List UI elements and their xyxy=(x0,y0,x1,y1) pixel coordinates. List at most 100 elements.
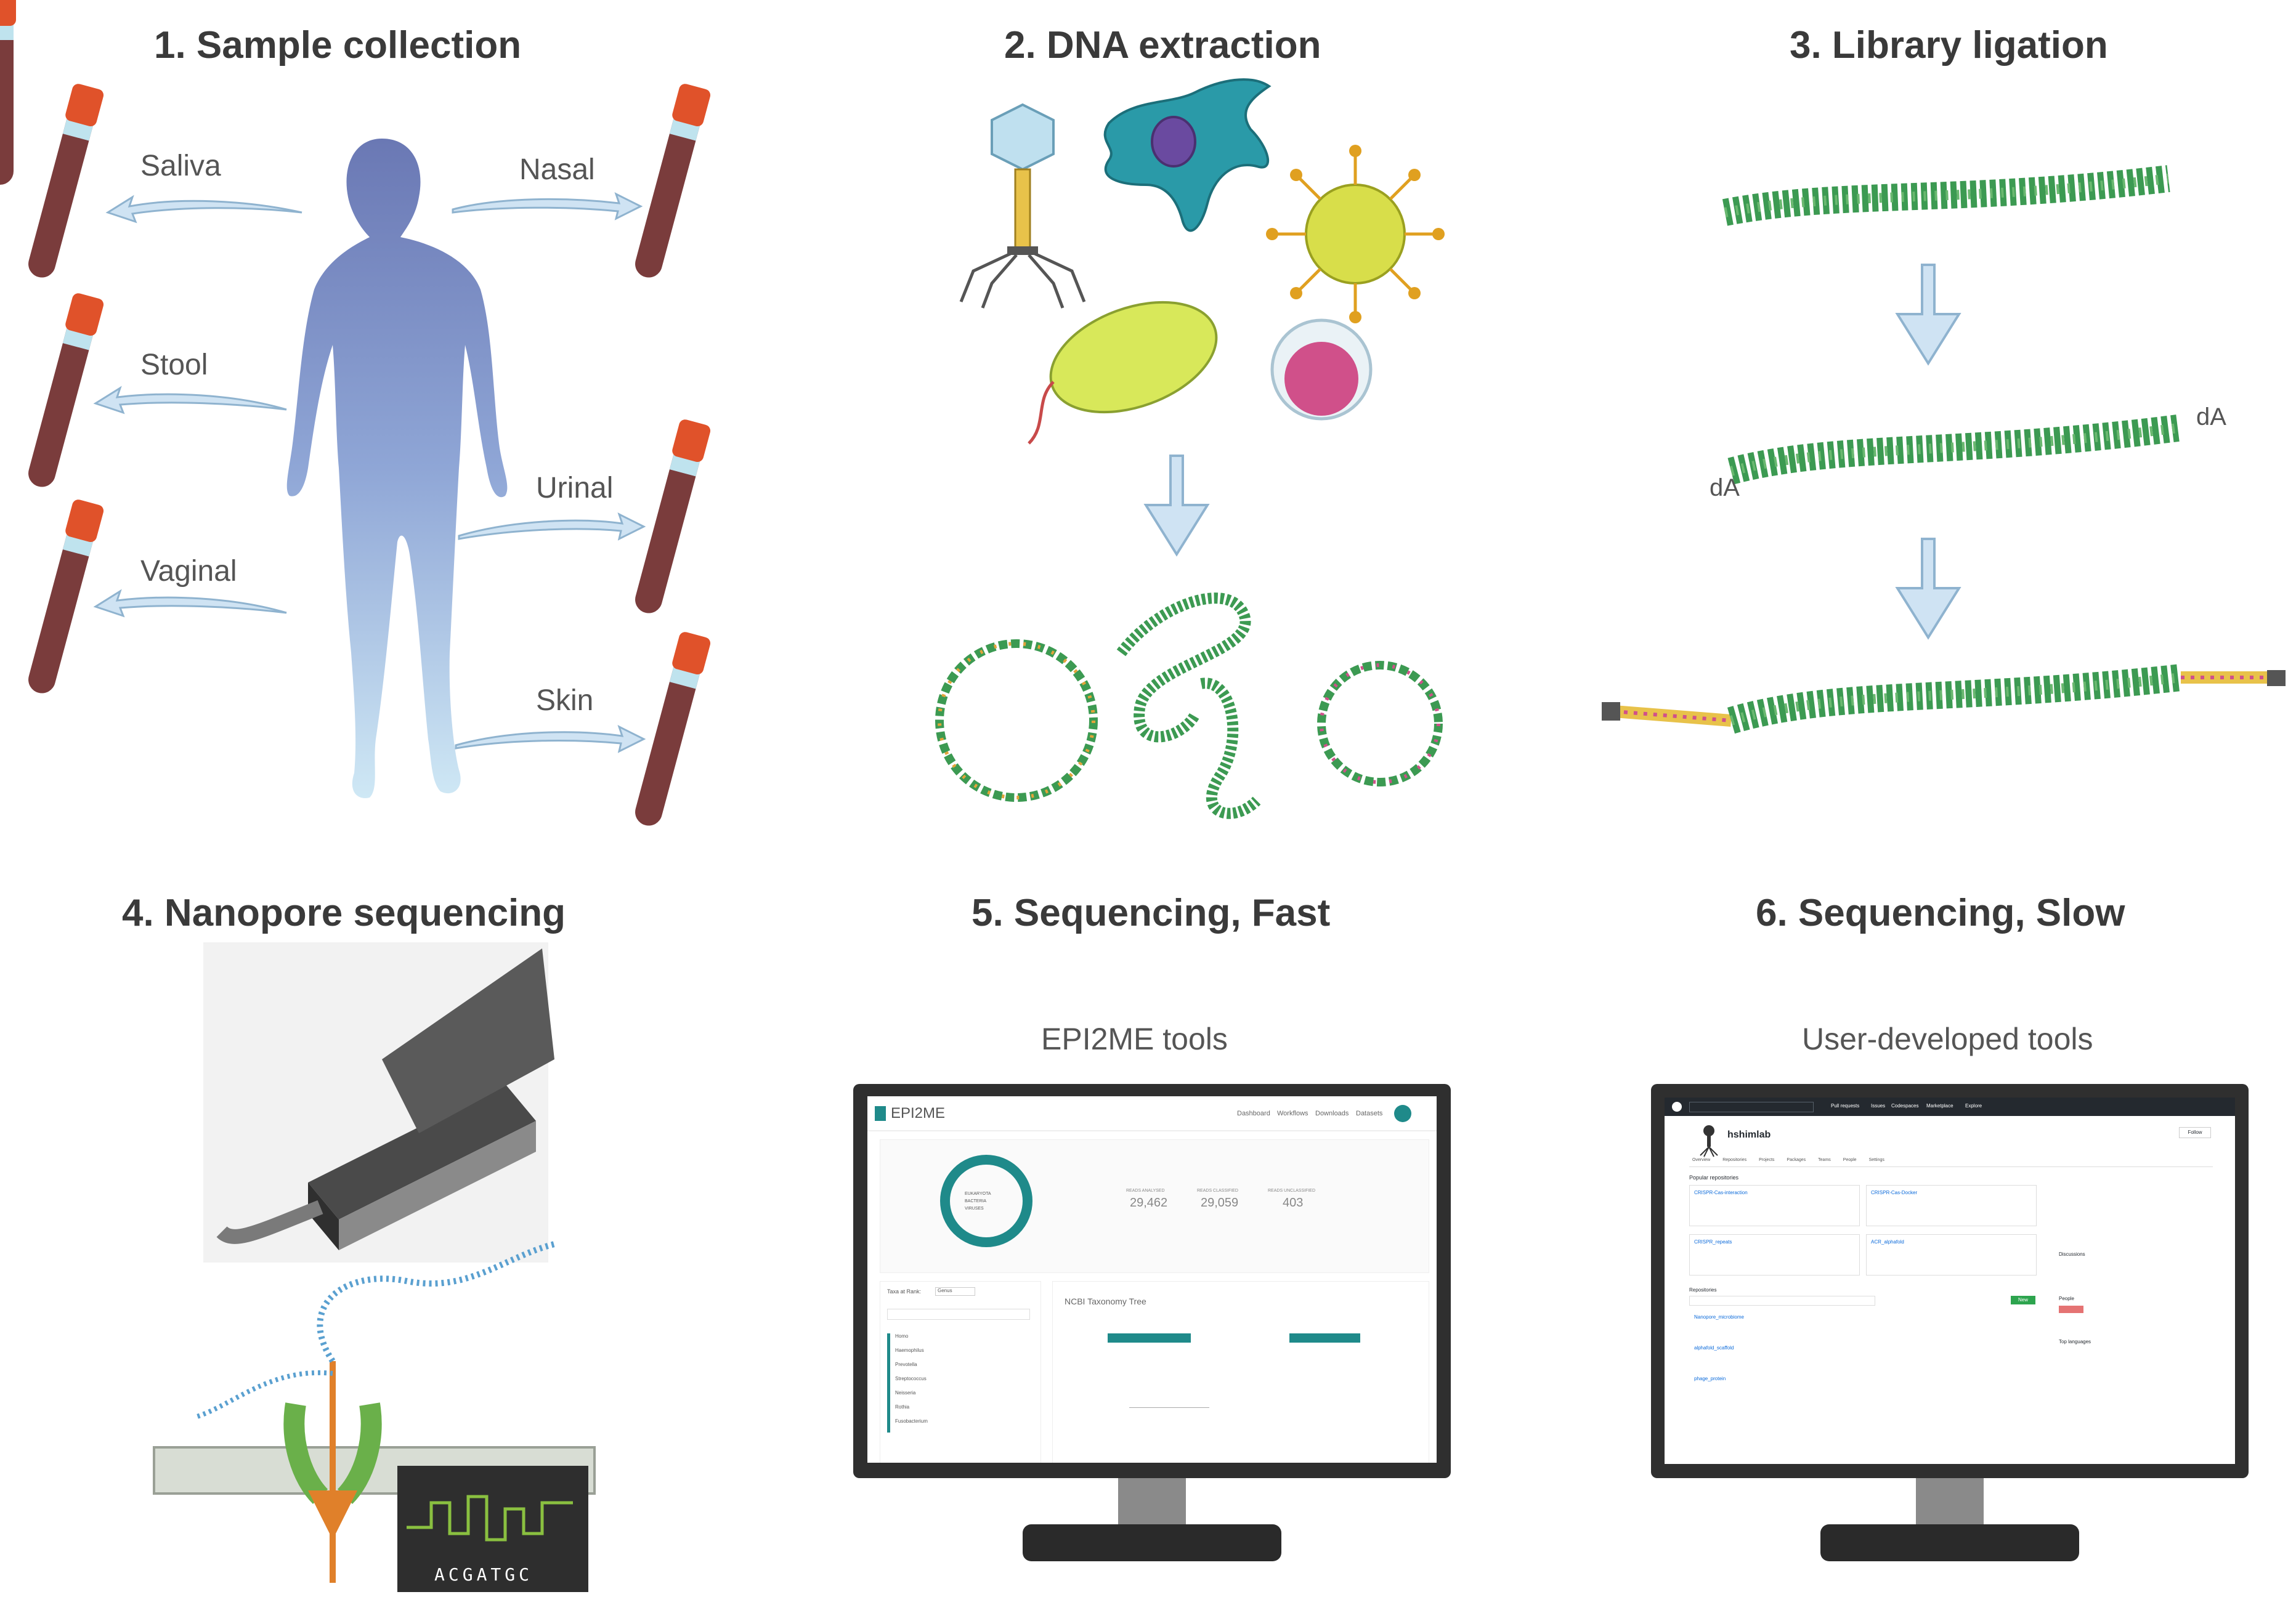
tab-settings[interactable]: Settings xyxy=(1868,1158,1884,1162)
org-avatar-head xyxy=(1703,1125,1714,1136)
tree-title: NCBI Taxonomy Tree xyxy=(1065,1296,1146,1306)
repo-link[interactable]: CRISPR-Cas-interaction xyxy=(1694,1190,1748,1195)
host-cell-icon xyxy=(1270,318,1373,421)
donut-legend-viruses: VIRUSES xyxy=(965,1207,984,1211)
org-avatar-legs xyxy=(1700,1146,1718,1157)
repo-card[interactable] xyxy=(1866,1234,2037,1275)
repo-card[interactable] xyxy=(1689,1234,1860,1275)
github-screen: Pull requests Issues Codespaces Marketpl… xyxy=(1665,1098,2235,1464)
label-saliva: Saliva xyxy=(140,150,221,182)
label-vaginal: Vaginal xyxy=(140,555,237,588)
panel-subtitle: User-developed tools xyxy=(1802,1022,2093,1056)
app-name: EPI2ME xyxy=(891,1105,946,1122)
stat-label: READS ANALYSED xyxy=(1126,1189,1165,1193)
org-name: hshimlab xyxy=(1727,1130,1771,1140)
repo-list-item[interactable]: phage_protein xyxy=(1694,1376,1726,1381)
label-stool: Stool xyxy=(140,349,208,381)
popular-heading: Popular repositories xyxy=(1689,1174,1739,1181)
panel-title: 5. Sequencing, Fast xyxy=(972,892,1331,934)
bacterium-icon xyxy=(1028,301,1218,445)
donut-legend-bacteria: BACTERIA xyxy=(965,1199,987,1203)
nav-marketplace[interactable]: Marketplace xyxy=(1926,1103,1953,1109)
panel-sequencing-slow: 6. Sequencing, Slow User-developed tools… xyxy=(1528,862,2296,1613)
panel-title: 2. DNA extraction xyxy=(1004,24,1321,67)
sample-tubes xyxy=(0,0,712,830)
repo-link[interactable]: CRISPR-Cas-Docker xyxy=(1871,1190,1918,1195)
list-item[interactable]: Prevotella xyxy=(887,1362,1035,1376)
panel-title: 3. Library ligation xyxy=(1790,24,2108,67)
taxa-list: Homo Haemophilus Prevotella Streptococcu… xyxy=(887,1333,1035,1433)
taxa-heading: Taxa at Rank: xyxy=(887,1288,922,1295)
panel-dna-extraction: 2. DNA extraction xyxy=(764,0,1528,862)
follow-button[interactable]: Follow xyxy=(2179,1127,2211,1138)
nav-datasets[interactable]: Datasets xyxy=(1356,1110,1383,1117)
sequence-readout: ACGATGC xyxy=(434,1564,533,1585)
repo-link[interactable]: CRISPR_repeats xyxy=(1694,1239,1732,1245)
sidebar-heading: People xyxy=(2059,1296,2074,1301)
github-logo-icon[interactable] xyxy=(1672,1102,1682,1112)
label-da-left: dA xyxy=(1710,474,1740,501)
depth-button-group[interactable] xyxy=(1289,1333,1360,1343)
nav-downloads[interactable]: Downloads xyxy=(1315,1110,1349,1117)
taxa-filter-input[interactable] xyxy=(887,1309,1030,1320)
sidebar-heading: Discussions xyxy=(2059,1251,2085,1257)
panel-library-ligation: 3. Library ligation dA dA xyxy=(1528,0,2296,862)
nav-dashboard[interactable]: Dashboard xyxy=(1237,1110,1270,1117)
repo-card[interactable] xyxy=(1689,1185,1860,1226)
donut-legend-eukaryota: EUKARYOTA xyxy=(965,1192,991,1196)
label-skin: Skin xyxy=(536,684,594,717)
label-urinal: Urinal xyxy=(536,472,614,504)
tab-teams[interactable]: Teams xyxy=(1818,1158,1831,1162)
repos-heading: Repositories xyxy=(1689,1287,1717,1293)
find-repo-input[interactable] xyxy=(1689,1296,1875,1306)
stat-value: 29,462 xyxy=(1130,1196,1168,1210)
tab-projects[interactable]: Projects xyxy=(1759,1158,1775,1162)
tab-packages[interactable]: Packages xyxy=(1787,1158,1806,1162)
sidebar-heading: Top languages xyxy=(2059,1339,2091,1344)
panel-title: 4. Nanopore sequencing xyxy=(122,892,566,934)
list-item[interactable]: Streptococcus xyxy=(887,1376,1035,1390)
down-arrow xyxy=(1895,264,1961,366)
list-item[interactable]: Fusobacterium xyxy=(887,1418,1035,1433)
tab-repositories[interactable]: Repositories xyxy=(1722,1158,1747,1162)
nanopore-device-illustration xyxy=(153,942,596,1592)
repo-card[interactable] xyxy=(1866,1185,2037,1226)
nav-codespaces[interactable]: Codespaces xyxy=(1891,1103,1919,1109)
nav-pull-requests[interactable]: Pull requests xyxy=(1831,1103,1860,1109)
panel-subtitle: EPI2ME tools xyxy=(1041,1022,1228,1056)
search-input[interactable] xyxy=(1689,1102,1814,1112)
microbes-illustration xyxy=(935,78,1445,819)
nav-workflows[interactable]: Workflows xyxy=(1277,1110,1308,1117)
repo-list-item[interactable]: alphafold_scaffold xyxy=(1694,1345,1734,1351)
org-avatar-tail xyxy=(1707,1136,1711,1147)
people-avatars[interactable] xyxy=(2059,1306,2083,1313)
nav-explore[interactable]: Explore xyxy=(1965,1103,1982,1109)
list-item[interactable]: Haemophilus xyxy=(887,1348,1035,1362)
nav-issues[interactable]: Issues xyxy=(1871,1103,1886,1109)
stat-value: 29,059 xyxy=(1201,1196,1239,1210)
list-item[interactable]: Rothia xyxy=(887,1404,1035,1418)
org-tabs: Overview Repositories Projects Packages … xyxy=(1692,1158,1884,1162)
rank-button-group[interactable] xyxy=(1108,1333,1191,1343)
epi2me-screen: EPI2ME Dashboard Workflows Downloads Dat… xyxy=(867,1096,1437,1463)
tab-overview[interactable]: Overview xyxy=(1692,1158,1711,1162)
stat-label: READS UNCLASSIFIED xyxy=(1268,1189,1316,1193)
panel-nanopore-sequencing: 4. Nanopore sequencing ACGATGC xyxy=(0,862,764,1613)
down-arrow xyxy=(1895,538,1961,640)
repo-link[interactable]: ACR_alphafold xyxy=(1871,1239,1904,1245)
user-avatar[interactable] xyxy=(1394,1105,1411,1122)
panel-title: 1. Sample collection xyxy=(154,24,522,67)
virus-icon xyxy=(1266,145,1445,323)
tree-line xyxy=(1129,1407,1209,1408)
new-repo-button[interactable]: New xyxy=(2011,1296,2035,1304)
label-nasal: Nasal xyxy=(519,153,595,186)
list-item[interactable]: Homo xyxy=(887,1333,1035,1348)
repo-list-item[interactable]: Nanopore_microbiome xyxy=(1694,1314,1744,1320)
epi2me-logo-icon xyxy=(875,1106,886,1121)
stat-value: 403 xyxy=(1283,1196,1304,1210)
list-item[interactable]: Neisseria xyxy=(887,1390,1035,1404)
rank-select[interactable]: Genus xyxy=(935,1287,975,1296)
eukaryotic-cell-icon xyxy=(1103,78,1272,232)
down-arrow xyxy=(1143,455,1210,557)
tab-people[interactable]: People xyxy=(1843,1158,1857,1162)
